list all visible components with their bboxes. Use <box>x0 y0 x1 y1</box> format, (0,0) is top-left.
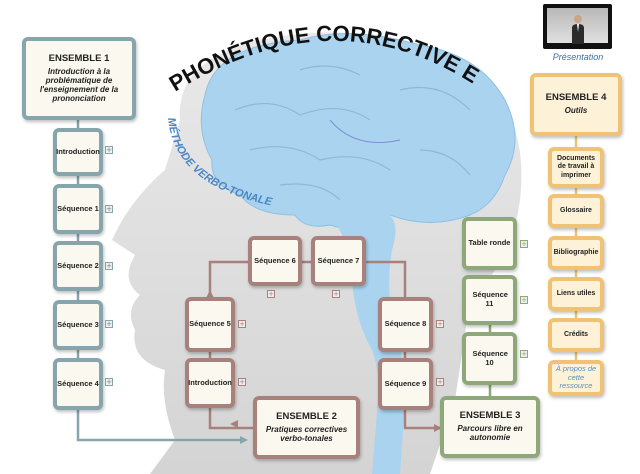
e1-sequence3-label: Séquence 3 <box>57 319 99 329</box>
e2-sequence8-label: Séquence 8 <box>384 319 427 329</box>
e3-table-ronde[interactable]: Table ronde <box>462 217 517 270</box>
ensemble2-title: ENSEMBLE 2 <box>276 410 337 422</box>
ensemble3-header[interactable]: ENSEMBLE 3 Parcours libre en autonomie <box>440 396 540 458</box>
e3-sequence10[interactable]: Séquence 10 <box>462 332 517 385</box>
ensemble3-desc: Parcours libre en autonomie <box>457 424 523 443</box>
e1-introduction-label: Introduction <box>56 146 100 156</box>
e1-sequence4-label: Séquence 4 <box>57 378 99 388</box>
e4-documents[interactable]: Documents de travail à imprimer <box>548 147 604 188</box>
e1-sequence1-plus-icon[interactable]: + <box>105 205 113 213</box>
e4-glossaire[interactable]: Glossaire <box>548 194 604 228</box>
e2-sequence5-plus-icon[interactable]: + <box>238 320 246 328</box>
e2-introduction[interactable]: Introduction <box>185 358 235 408</box>
e2-sequence8[interactable]: Séquence 8 <box>378 297 433 352</box>
e1-sequence2-plus-icon[interactable]: + <box>105 262 113 270</box>
e4-liens-utiles[interactable]: Liens utiles <box>548 277 604 311</box>
e4-credits[interactable]: Crédits <box>548 318 604 352</box>
e2-sequence9-label: Séquence 9 <box>384 378 427 388</box>
e2-introduction-plus-icon[interactable]: + <box>238 378 246 386</box>
e2-sequence6[interactable]: Séquence 6 <box>248 236 302 286</box>
e4-documents-label: Documents de travail à imprimer <box>556 155 596 179</box>
ensemble4-desc: Outils <box>564 106 588 116</box>
e1-sequence3-plus-icon[interactable]: + <box>105 320 113 328</box>
e3-table-ronde-plus-icon[interactable]: + <box>520 240 528 248</box>
e1-introduction-plus-icon[interactable]: + <box>105 146 113 154</box>
e4-glossaire-label: Glossaire <box>560 206 592 214</box>
presentation-link[interactable]: Présentation <box>552 52 604 62</box>
presenter-icon <box>572 15 584 44</box>
e2-sequence7-label: Séquence 7 <box>317 255 360 265</box>
e1-sequence4[interactable]: Séquence 4 <box>53 358 103 410</box>
e1-sequence1-label: Séquence 1 <box>57 203 99 213</box>
e4-bibliographie[interactable]: Bibliographie <box>548 236 604 270</box>
e3-sequence10-plus-icon[interactable]: + <box>520 350 528 358</box>
e3-sequence11-plus-icon[interactable]: + <box>520 296 528 304</box>
e3-sequence11[interactable]: Séquence 11 <box>462 275 517 325</box>
ensemble1-title: ENSEMBLE 1 <box>48 52 110 64</box>
presentation-video-thumbnail[interactable] <box>543 4 612 49</box>
e2-sequence7[interactable]: Séquence 7 <box>311 236 366 286</box>
e2-sequence5[interactable]: Séquence 5 <box>185 297 235 352</box>
ensemble4-title: ENSEMBLE 4 <box>545 92 607 104</box>
e4-bibliographie-label: Bibliographie <box>553 248 599 256</box>
e1-sequence3[interactable]: Séquence 3 <box>53 300 103 350</box>
e2-sequence5-label: Séquence 5 <box>189 319 231 329</box>
ensemble1-desc: Introduction à la problématique de l'ens… <box>39 66 119 104</box>
ensemble4-header[interactable]: ENSEMBLE 4 Outils <box>530 73 622 136</box>
e1-sequence1[interactable]: Séquence 1 <box>53 184 103 234</box>
e4-a-propos[interactable]: À propos de cette ressource <box>548 360 604 396</box>
ensemble2-desc: Pratiques correctives verbo-tonales <box>265 424 348 443</box>
ensemble1-header[interactable]: ENSEMBLE 1 Introduction à la problématiq… <box>22 37 136 120</box>
e2-sequence7-plus-icon[interactable]: + <box>332 290 340 298</box>
e2-sequence6-label: Séquence 6 <box>254 255 296 265</box>
e4-a-propos-label: À propos de cette ressource <box>555 364 597 391</box>
e4-credits-label: Crédits <box>563 330 589 338</box>
e2-sequence8-plus-icon[interactable]: + <box>436 320 444 328</box>
brain-shape <box>200 33 516 229</box>
e3-table-ronde-label: Table ronde <box>468 238 511 248</box>
ensemble2-header[interactable]: ENSEMBLE 2 Pratiques correctives verbo-t… <box>253 396 360 459</box>
e2-sequence9[interactable]: Séquence 9 <box>378 358 433 410</box>
e1-sequence2[interactable]: Séquence 2 <box>53 241 103 291</box>
e3-sequence11-label: Séquence 11 <box>472 290 508 308</box>
e2-introduction-label: Introduction <box>188 377 232 387</box>
e2-sequence9-plus-icon[interactable]: + <box>436 378 444 386</box>
e3-sequence10-label: Séquence 10 <box>472 348 508 367</box>
e4-liens-utiles-label: Liens utiles <box>556 289 596 297</box>
e2-sequence6-plus-icon[interactable]: + <box>267 290 275 298</box>
e1-sequence2-label: Séquence 2 <box>57 260 99 270</box>
e1-introduction[interactable]: Introduction <box>53 128 103 176</box>
video-screen <box>547 8 608 44</box>
e1-sequence4-plus-icon[interactable]: + <box>105 378 113 386</box>
ensemble3-title: ENSEMBLE 3 <box>459 410 521 422</box>
